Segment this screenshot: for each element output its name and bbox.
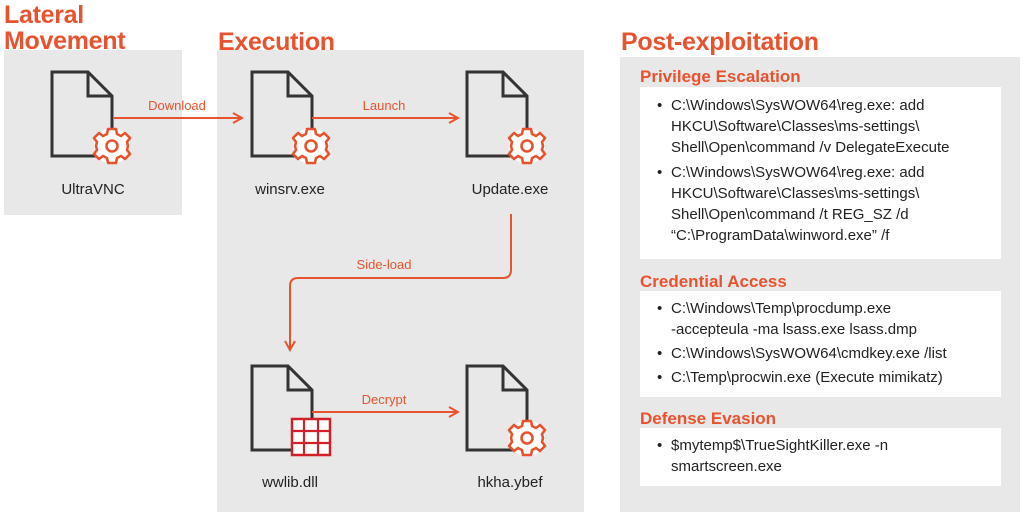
update-label: Update.exe xyxy=(471,181,549,198)
download-label: Download xyxy=(148,98,206,113)
privilege-escalation-title: Privilege Escalation xyxy=(640,67,801,86)
privilege-escalation-item: C:\Windows\SysWOW64\reg.exe: add HKCU\So… xyxy=(653,162,1001,246)
credential-access-item: C:\Windows\SysWOW64\cmdkey.exe /list xyxy=(653,343,1001,364)
ultravnc-label: UltraVNC xyxy=(61,181,125,198)
sideload-arrow xyxy=(290,214,512,350)
defense-evasion-title: Defense Evasion xyxy=(640,409,777,428)
update-file-icon xyxy=(465,70,547,166)
privilege-escalation-item: C:\Windows\SysWOW64\reg.exe: add HKCU\So… xyxy=(653,95,1001,158)
winsrv-label: winsrv.exe xyxy=(255,181,325,198)
credential-access-item: C:\Windows\Temp\procdump.exe -accepteula… xyxy=(653,298,1001,340)
credential-access-title: Credential Access xyxy=(640,272,787,291)
credential-access-box: C:\Windows\Temp\procdump.exe -accepteula… xyxy=(640,291,1001,397)
credential-access-item: C:\Temp\procwin.exe (Execute mimikatz) xyxy=(653,367,1001,388)
wwlib-label: wwlib.dll xyxy=(262,474,318,491)
lateral-movement-heading: Lateral Movement xyxy=(4,1,126,55)
hkha-file-icon xyxy=(465,364,547,458)
wwlib-dll-icon xyxy=(250,364,332,457)
heading-line-2: Movement xyxy=(4,27,126,55)
decrypt-label: Decrypt xyxy=(361,392,407,407)
privilege-escalation-box: C:\Windows\SysWOW64\reg.exe: add HKCU\So… xyxy=(640,87,1001,259)
launch-label: Launch xyxy=(362,98,406,113)
sideload-label: Side-load xyxy=(356,257,412,272)
hkha-label: hkha.ybef xyxy=(477,474,543,491)
heading-line-1: Lateral xyxy=(4,1,84,29)
defense-evasion-item: $mytemp$\TrueSightKiller.exe -n smartscr… xyxy=(653,435,1001,477)
defense-evasion-box: $mytemp$\TrueSightKiller.exe -n smartscr… xyxy=(640,428,1001,486)
post-exploitation-heading: Post-exploitation xyxy=(621,28,819,56)
